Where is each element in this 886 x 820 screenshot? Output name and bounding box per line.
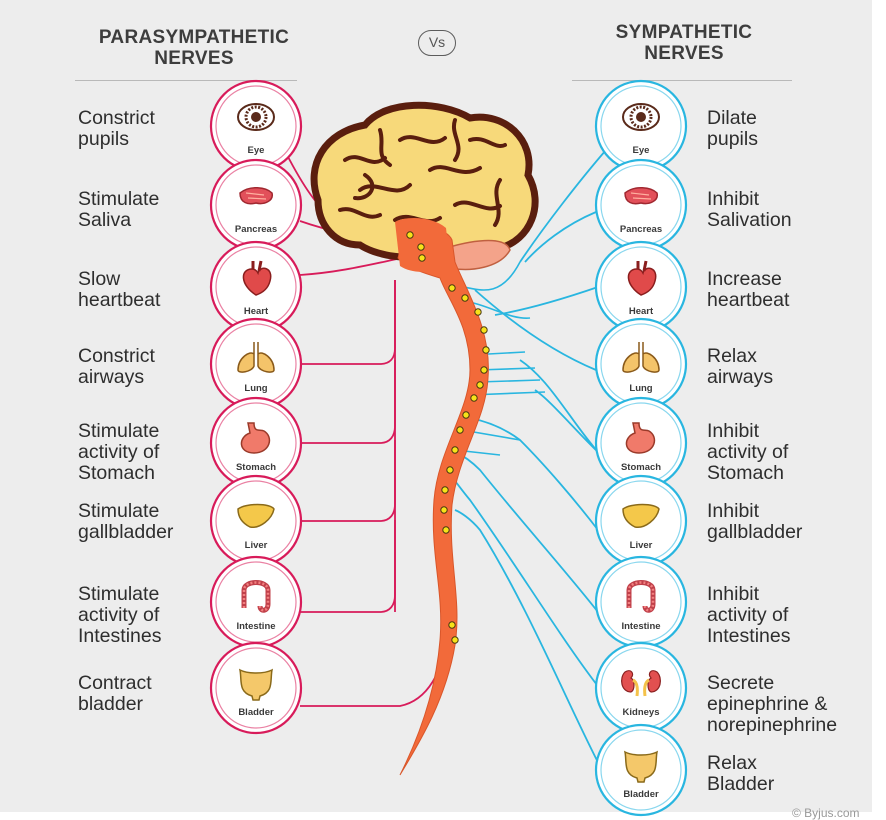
sympathetic-nerve-intestine [455,452,598,612]
liver-icon: Liver [211,476,301,566]
intestine-icon: Intestine [211,557,301,647]
pancreas-glyph [240,188,272,204]
stomach-icon: Stomach [596,398,686,488]
kidneys-caption-right: Kidneys [623,707,660,718]
ganglion-dot [447,467,453,473]
ganglion-dot [452,447,458,453]
pancreas-shape [625,188,657,204]
ganglion-dot [483,347,489,353]
eye-caption-right: Eye [633,145,650,156]
sympathetic-nerve-lung [475,290,596,370]
liver-icon: Liver [596,476,686,566]
eye-glyph [623,104,659,130]
ganglion-dot [442,487,448,493]
kidneys-icon: Kidneys [596,643,686,733]
intestine-caption-right: Intestine [621,621,660,632]
heart-caption-left: Heart [244,306,269,317]
liver-caption-left: Liver [245,540,268,551]
parasympathetic-nerve-liver [300,440,395,521]
ganglion-dot [441,507,447,513]
ganglion-dot [452,637,458,643]
ganglion-dot [457,427,463,433]
kidney-right [648,671,660,692]
pancreas-icon: Pancreas [211,160,301,250]
sympathetic-nerve-heart [495,287,598,315]
parasympathetic-nerve-bladder [300,640,450,706]
ganglion-dot [463,412,469,418]
pancreas-caption-left: Pancreas [235,224,277,235]
ganglion-dot [475,309,481,315]
lung-icon: Lung [211,319,301,409]
ganglion-dot [481,367,487,373]
ganglion-dot [407,232,413,238]
sympathetic-nerve-pancreas [525,212,596,262]
pancreas-icon: Pancreas [596,160,686,250]
ganglion-dot [449,622,455,628]
eye-icon: Eye [596,81,686,171]
stomach-icon: Stomach [211,398,301,488]
bladder-caption-right: Bladder [623,789,659,800]
eye-glyph [238,104,274,130]
ganglion-dot [462,295,468,301]
eye-pupil [636,112,646,122]
lung-caption-right: Lung [629,383,652,394]
source-credit: © Byjus.com [792,806,860,820]
eye-pupil [251,112,261,122]
bladder-caption-left: Bladder [238,707,274,718]
ganglion-dot [471,395,477,401]
pancreas-shape [240,188,272,204]
parasympathetic-nerve-stomach [300,360,395,443]
parasympathetic-nerve-lung [300,280,395,364]
ganglion-dot [477,382,483,388]
bladder-icon: Bladder [211,643,301,733]
ganglion-dot [419,255,425,261]
sympathetic-nerve-bladder [455,510,604,774]
bladder-icon: Bladder [596,725,686,815]
pancreas-caption-right: Pancreas [620,224,662,235]
sympathetic-nerve-kidneys [452,478,604,694]
parasympathetic-nerve-intestine [300,520,395,612]
liver-caption-right: Liver [630,540,653,551]
intestine-icon: Intestine [596,557,686,647]
lung-caption-left: Lung [244,383,267,394]
ganglion-dot [449,285,455,291]
ganglion-dot [481,327,487,333]
eye-icon: Eye [211,81,301,171]
pancreas-glyph [625,188,657,204]
sympathetic-nerve-stomach [520,360,598,452]
lung-icon: Lung [596,319,686,409]
heart-caption-right: Heart [629,306,654,317]
eye-caption-left: Eye [248,145,265,156]
stomach-caption-left: Stomach [236,462,276,473]
stomach-caption-right: Stomach [621,462,661,473]
ganglion-dot [443,527,449,533]
kidney-left [622,671,634,692]
ganglion-dot [418,244,424,250]
intestine-caption-left: Intestine [236,621,275,632]
